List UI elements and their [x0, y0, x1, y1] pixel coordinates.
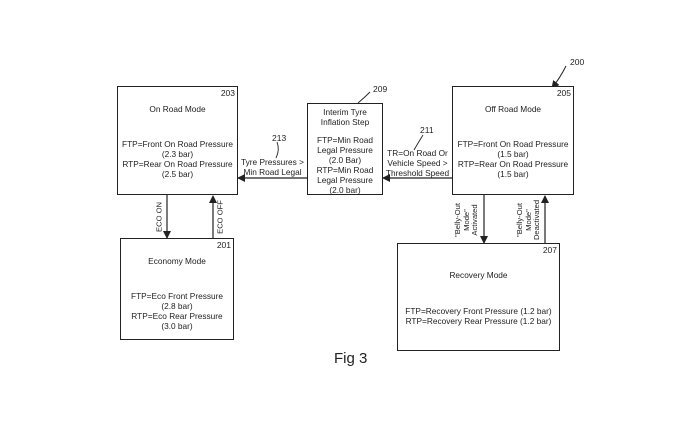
eco-off-label: ECO OFF	[215, 200, 225, 234]
off-road-title: Off Road Mode	[484, 104, 542, 114]
leader-209	[357, 91, 371, 104]
interim-line-6: (2.0 bar)	[329, 185, 361, 195]
interim-tyre-inflation-box: Interim Tyre Inflation Step FTP=Min Road…	[307, 103, 383, 195]
interim-ref: 209	[373, 84, 388, 94]
on-road-line-3: RTP=Rear On Road Pressure	[122, 159, 233, 169]
on-road-mode-box: 203 On Road Mode FTP=Front On Road Press…	[117, 86, 238, 195]
interim-line-1: FTP=Min Road	[316, 135, 374, 145]
economy-line-1: FTP=Eco Front Pressure	[131, 291, 223, 301]
transition-213-line-1: Tyre Pressures >	[241, 157, 304, 167]
off-road-line-3: RTP=Rear On Road Pressure	[457, 159, 569, 169]
economy-line-3: RTP=Eco Rear Pressure	[131, 311, 223, 321]
belly-out-activated-line-3: Activated	[470, 204, 480, 236]
on-road-ref: 203	[220, 88, 235, 98]
transition-211-line-1: TR=On Road Or	[387, 148, 448, 158]
off-road-line-2: (1.5 bar)	[497, 149, 529, 159]
on-road-line-1: FTP=Front On Road Pressure	[122, 139, 233, 149]
economy-ref: 201	[216, 240, 231, 250]
recovery-line-1: FTP=Recovery Front Pressure (1.2 bar)	[405, 306, 552, 316]
recovery-ref: 207	[542, 245, 557, 255]
leader-200	[551, 65, 567, 89]
belly-out-deactivated-label: "Belly-Out Mode" Deactivated	[515, 199, 542, 241]
economy-line-2: (2.8 bar)	[161, 301, 193, 311]
belly-out-deactivated-line-3: Deactivated	[532, 199, 542, 241]
recovery-title: Recovery Mode	[449, 270, 508, 280]
interim-line-3: (2.0 Bar)	[328, 155, 362, 165]
on-road-line-4: (2.5 bar)	[161, 169, 194, 179]
recovery-mode-box: 207 Recovery Mode FTP=Recovery Front Pre…	[397, 243, 560, 351]
off-road-line-4: (1.5 bar)	[497, 169, 529, 179]
transition-211-ref: 211	[420, 125, 434, 135]
off-road-ref: 205	[556, 88, 571, 98]
transition-211-line-3: Threshold Speed	[385, 168, 450, 178]
eco-on-label: ECO ON	[154, 202, 164, 232]
figure-ref-200: 200	[570, 57, 585, 67]
on-road-line-2: (2.3 bar)	[161, 149, 194, 159]
leader-211	[413, 134, 424, 151]
interim-title-line-2: Inflation Step	[320, 117, 370, 127]
off-road-line-1: FTP=Front On Road Pressure	[457, 139, 569, 149]
economy-line-4: (3.0 bar)	[161, 321, 193, 331]
transition-213-line-2: Min Road Legal	[243, 167, 302, 177]
leader-213	[275, 141, 279, 159]
off-road-mode-box: 205 Off Road Mode FTP=Front On Road Pres…	[452, 86, 574, 195]
transition-211-line-2: Vehicle Speed >	[387, 158, 448, 168]
on-road-title: On Road Mode	[149, 104, 206, 114]
recovery-line-2: RTP=Recovery Rear Pressure (1.2 bar)	[405, 316, 552, 326]
interim-line-2: Legal Pressure	[317, 145, 373, 155]
interim-title-line-1: Interim Tyre	[323, 107, 367, 117]
interim-line-5: Legal Pressure	[317, 175, 373, 185]
economy-mode-box: 201 Economy Mode FTP=Eco Front Pressure …	[120, 238, 234, 340]
interim-line-4: RTP=Min Road	[316, 165, 374, 175]
transition-213-ref: 213	[272, 133, 287, 143]
economy-title: Economy Mode	[148, 256, 206, 266]
belly-out-activated-label: "Belly-Out Mode" Activated	[453, 203, 480, 237]
figure-caption: Fig 3	[334, 350, 368, 367]
